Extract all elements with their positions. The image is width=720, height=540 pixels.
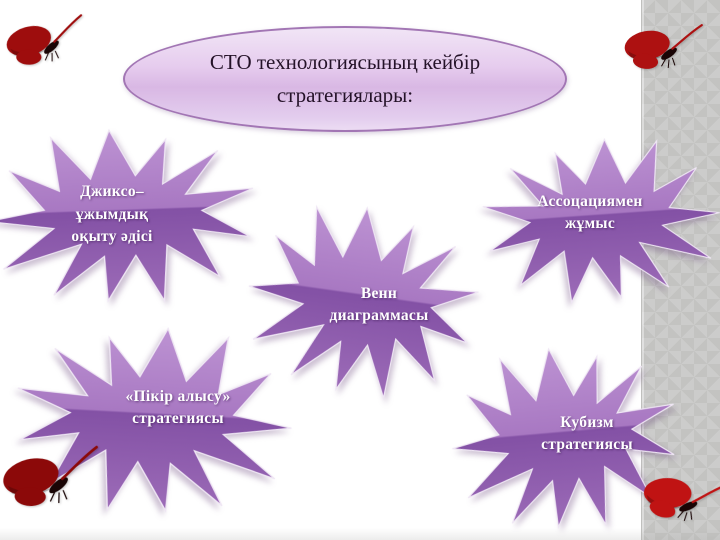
burst-jigsaw-method: Джиксо– ұжымдық оқыту әдісі [0,124,258,308]
butterfly-icon [1,14,87,70]
starburst-shape [0,124,258,308]
butterfly-icon [622,24,703,72]
title-oval: СТО технологиясының кейбір стратегиялары… [123,26,567,132]
burst-association-work: Ассоцациямен жұмыс [478,131,720,309]
slide-title: СТО технологиясының кейбір стратегиялары… [209,50,481,107]
butterfly-icon [0,445,102,511]
starburst-shape [478,131,720,309]
